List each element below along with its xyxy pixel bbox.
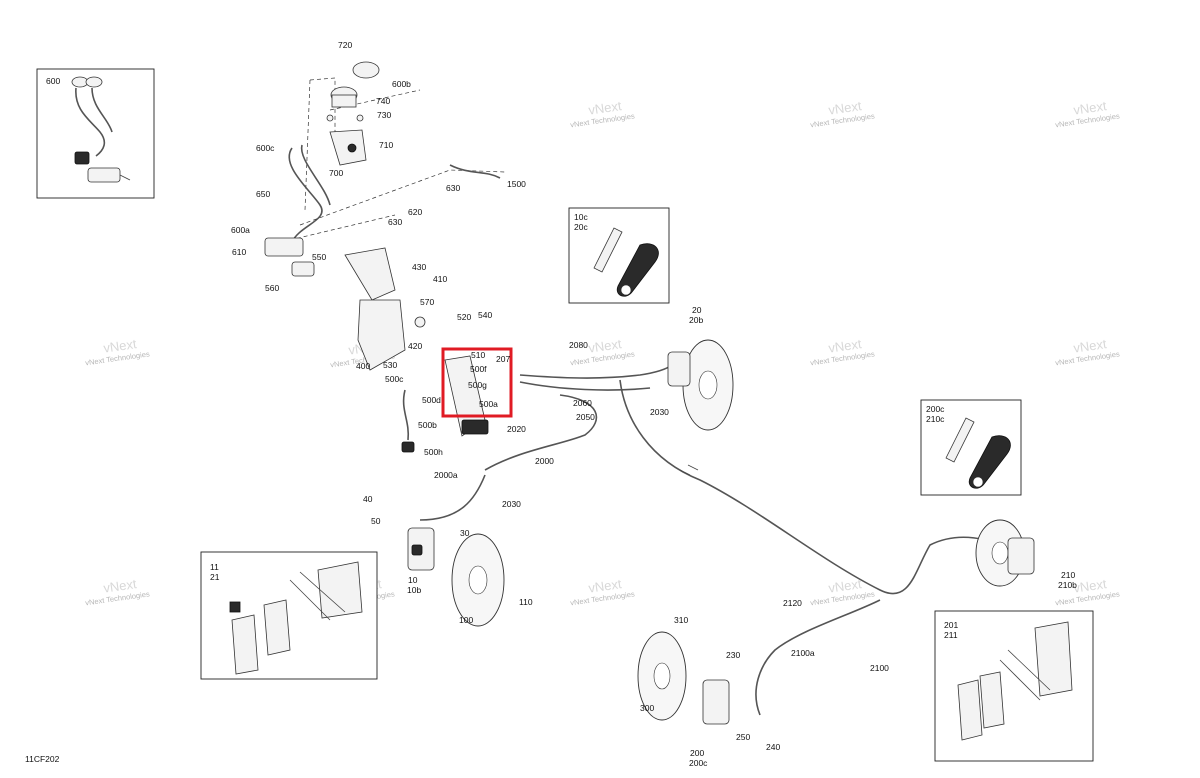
callout: 410 xyxy=(433,274,447,284)
callout: 500f xyxy=(470,364,487,374)
callout: 500c xyxy=(385,374,404,384)
inset-master-cylinder: 600 xyxy=(36,68,155,199)
svg-text:vNext: vNext xyxy=(827,576,862,596)
callout: 2100a xyxy=(791,648,815,658)
svg-text:vNext: vNext xyxy=(587,576,622,596)
callout: 560 xyxy=(265,283,279,293)
callout: 2000a xyxy=(434,470,458,480)
diagram-code: 11CF202 xyxy=(25,754,60,764)
callout: 50 xyxy=(371,516,381,526)
inset-pads-front: 11 21 xyxy=(200,551,378,680)
svg-text:11: 11 xyxy=(210,562,219,572)
svg-text:201: 201 xyxy=(944,620,958,630)
callout: 2100 xyxy=(870,663,889,673)
callout: 210 xyxy=(1061,570,1075,580)
callout-labels: 720 600b 740 730 710 700 600c 650 630 15… xyxy=(231,40,1077,768)
callout: 500a xyxy=(479,399,498,409)
callout: 310 xyxy=(674,615,688,625)
callout: 200 xyxy=(690,748,704,758)
callout: 2120 xyxy=(783,598,802,608)
callout: 210b xyxy=(1058,580,1077,590)
callout: 700 xyxy=(329,168,343,178)
callout: 720 xyxy=(338,40,352,50)
callout: 600a xyxy=(231,225,250,235)
callout: 400 xyxy=(356,361,370,371)
svg-text:vNext: vNext xyxy=(102,336,137,356)
callout: 730 xyxy=(377,110,391,120)
callout: 250 xyxy=(736,732,750,742)
svg-text:200c: 200c xyxy=(926,404,945,414)
callout: 2050 xyxy=(576,412,595,422)
svg-text:20c: 20c xyxy=(574,222,588,232)
svg-text:vNext: vNext xyxy=(827,336,862,356)
callout: 2080 xyxy=(569,340,588,350)
callout: 530 xyxy=(383,360,397,370)
callout: 500d xyxy=(422,395,441,405)
callout: 520 xyxy=(457,312,471,322)
disc-front-right xyxy=(667,339,734,431)
inset-bleeder-rear: 200c 210c xyxy=(920,399,1022,496)
svg-text:vNext: vNext xyxy=(102,576,137,596)
callout: 30 xyxy=(460,528,470,538)
callout: 630 xyxy=(446,183,460,193)
svg-text:vNext: vNext xyxy=(587,336,622,356)
callout: 510 xyxy=(471,350,485,360)
callout: 500h xyxy=(424,447,443,457)
callout: 600b xyxy=(392,79,411,89)
callout: 610 xyxy=(232,247,246,257)
highlight-box xyxy=(441,347,513,418)
callout: 570 xyxy=(420,297,434,307)
callout: 2060 xyxy=(573,398,592,408)
svg-text:21: 21 xyxy=(210,572,220,582)
callout: 100 xyxy=(459,615,473,625)
callout: 207 xyxy=(496,354,510,364)
svg-text:10c: 10c xyxy=(574,212,588,222)
hose-600c xyxy=(288,147,323,243)
callout: 500g xyxy=(468,380,487,390)
disc-rear-left xyxy=(637,631,730,725)
callout: 600c xyxy=(256,143,275,153)
callout: 2000 xyxy=(535,456,554,466)
callout: 540 xyxy=(478,310,492,320)
callout: 300 xyxy=(640,703,654,713)
reservoir-assembly xyxy=(304,61,421,211)
svg-text:vNext: vNext xyxy=(827,98,862,118)
inset-label-600: 600 xyxy=(46,76,60,86)
svg-text:vNext: vNext xyxy=(1072,98,1107,118)
callout: 430 xyxy=(412,262,426,272)
svg-text:vNext: vNext xyxy=(1072,336,1107,356)
callout: 10 xyxy=(408,575,418,585)
callout: 1500 xyxy=(507,179,526,189)
callout: 10b xyxy=(407,585,421,595)
callout: 650 xyxy=(256,189,270,199)
callout: 2030 xyxy=(502,499,521,509)
callout: 620 xyxy=(408,207,422,217)
callout: 20 xyxy=(692,305,702,315)
callout: 2020 xyxy=(507,424,526,434)
svg-text:vNext: vNext xyxy=(587,98,622,118)
callout: 2030 xyxy=(650,407,669,417)
callout: 550 xyxy=(312,252,326,262)
callout: 110 xyxy=(519,597,533,607)
disc-front-left xyxy=(407,527,505,627)
callout: 20b xyxy=(689,315,703,325)
inset-pads-rear: 201 211 xyxy=(934,610,1094,762)
callout: 240 xyxy=(766,742,780,752)
callout: 420 xyxy=(408,341,422,351)
callout: 630 xyxy=(388,217,402,227)
callout: 230 xyxy=(726,650,740,660)
svg-text:211: 211 xyxy=(944,630,958,640)
svg-text:vNext: vNext xyxy=(1072,576,1107,596)
svg-text:210c: 210c xyxy=(926,414,945,424)
disc-rear-right xyxy=(975,519,1035,587)
callout: 500b xyxy=(418,420,437,430)
pedal-assembly xyxy=(264,237,489,453)
callout: 200c xyxy=(689,758,708,768)
callout: 740 xyxy=(376,96,390,106)
inset-bleeder-front: 10c 20c xyxy=(568,207,670,304)
callout: 40 xyxy=(363,494,373,504)
callout: 710 xyxy=(379,140,393,150)
